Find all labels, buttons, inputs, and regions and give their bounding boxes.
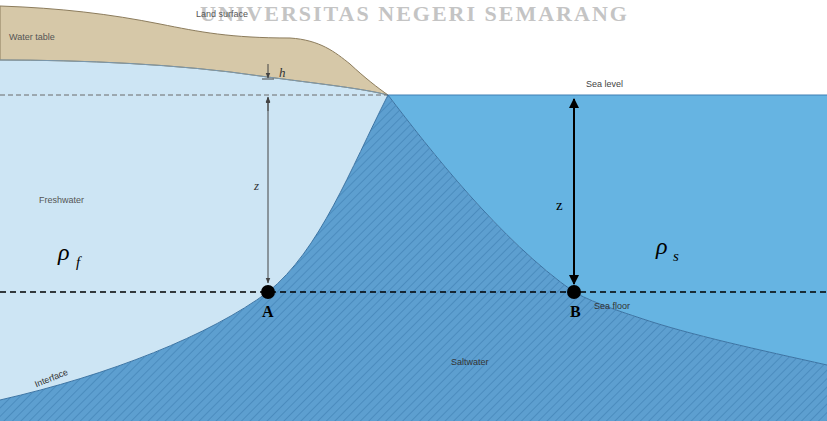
point-marker bbox=[567, 285, 581, 299]
point-marker bbox=[261, 285, 275, 299]
sea-floor-label: Sea floor bbox=[594, 302, 630, 311]
water-table-line bbox=[0, 60, 388, 95]
interface-line bbox=[0, 95, 388, 400]
density-symbol: ρ bbox=[58, 240, 70, 264]
h-tick bbox=[262, 79, 274, 80]
dimension-label: z bbox=[254, 179, 259, 192]
region-label: Freshwater bbox=[39, 196, 84, 205]
point-label: A bbox=[262, 304, 274, 320]
z-dimension bbox=[573, 99, 575, 284]
sea-floor-line bbox=[388, 95, 827, 365]
density-symbol: ρ bbox=[656, 234, 668, 258]
water-table-label: Water table bbox=[9, 33, 55, 42]
region-label: Saltwater bbox=[451, 358, 489, 367]
freshwater-region bbox=[0, 60, 388, 400]
reference-line bbox=[0, 291, 827, 293]
dimension-label: z bbox=[555, 198, 564, 213]
land-surface-label: Land surface bbox=[196, 10, 248, 19]
sea-surface bbox=[388, 95, 827, 96]
sea-level-label: Sea level bbox=[586, 80, 623, 89]
sea-level-line bbox=[0, 95, 388, 96]
point-label: B bbox=[570, 304, 581, 320]
density-subscript: f bbox=[76, 255, 80, 270]
watermark: UNIVERSITAS NEGERI SEMARANG bbox=[200, 3, 629, 25]
dimension-label: h bbox=[279, 66, 286, 79]
density-subscript: s bbox=[673, 249, 679, 264]
h-dimension bbox=[268, 64, 269, 78]
z-dimension bbox=[268, 98, 269, 283]
